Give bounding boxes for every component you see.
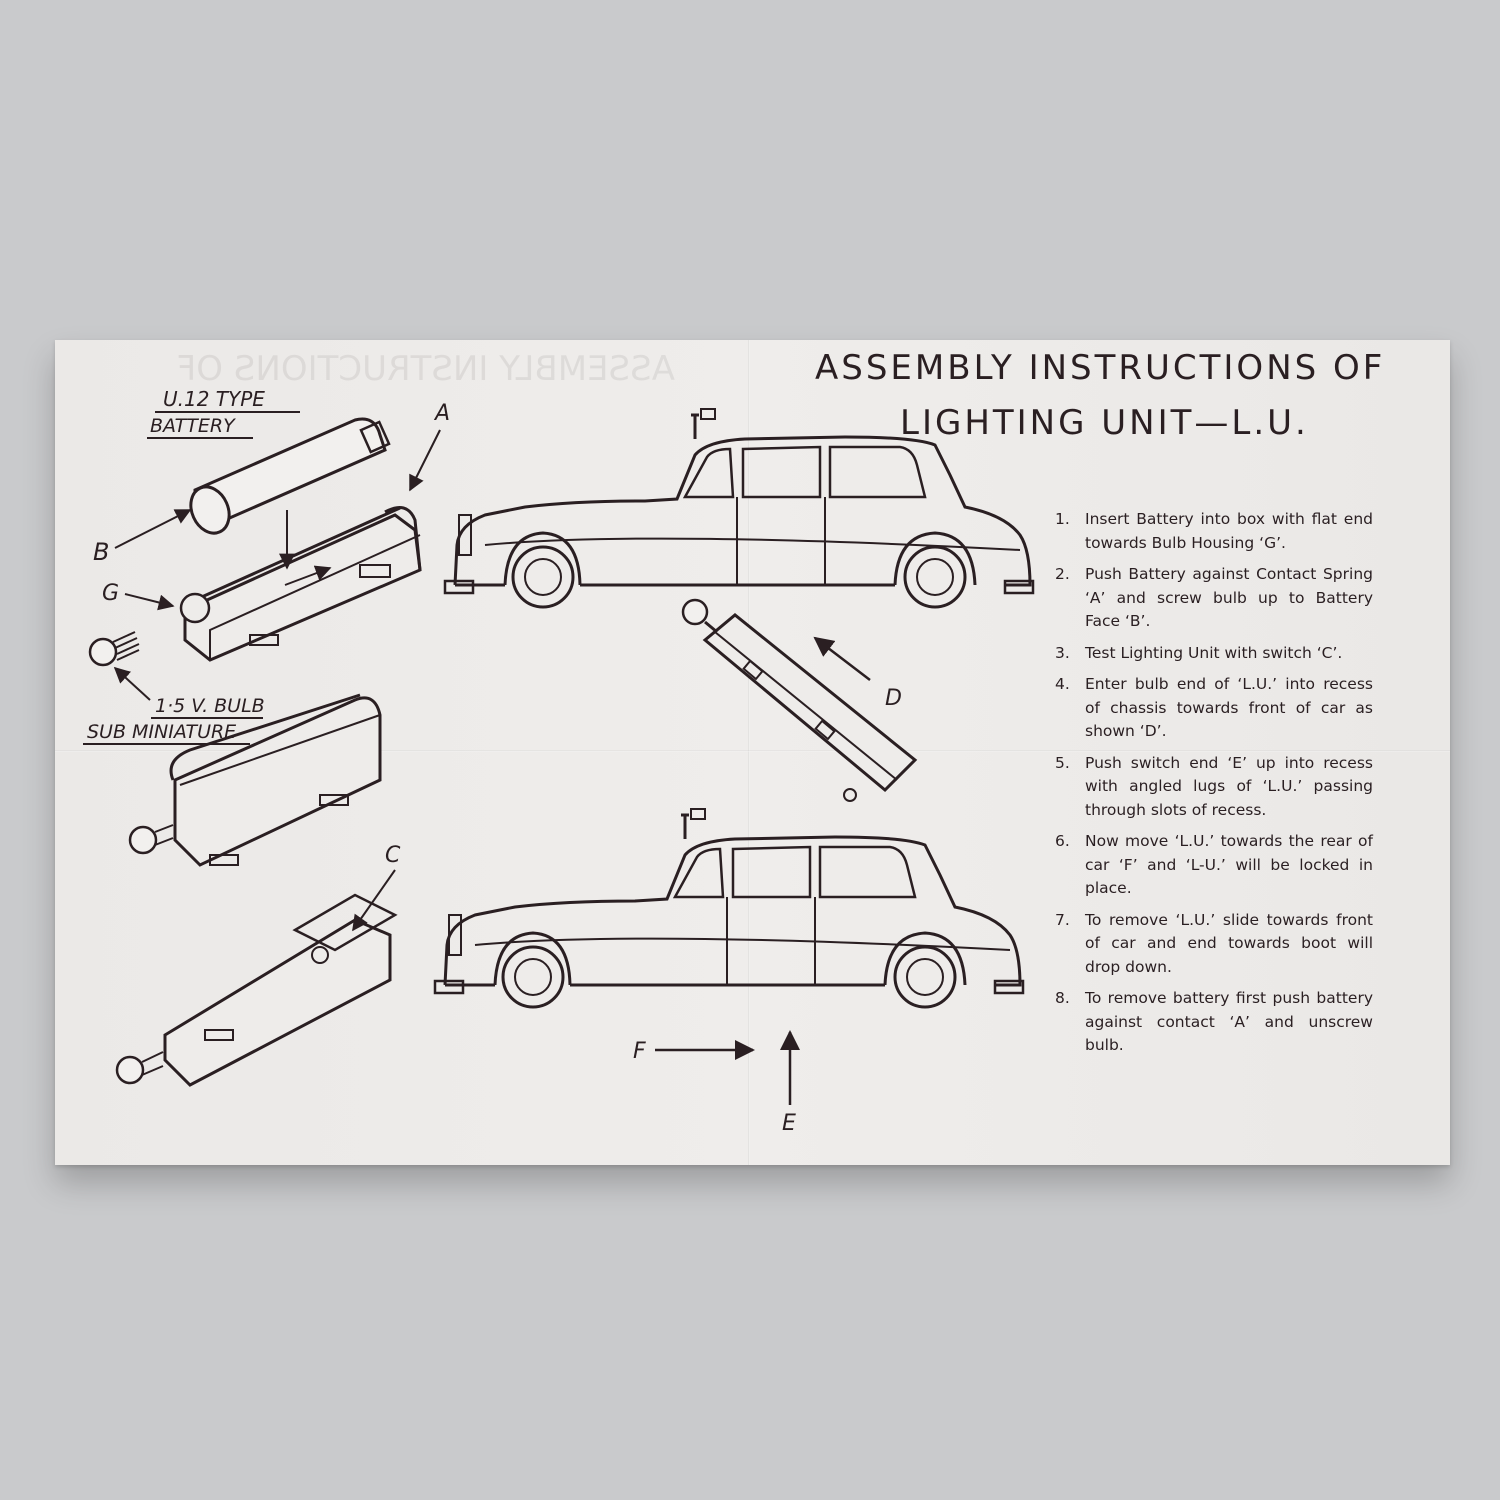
step-number: 1. xyxy=(1055,510,1070,528)
assembled-unit-illustration xyxy=(128,693,382,867)
battery-box-illustration xyxy=(179,506,422,662)
step-item: 2. Push Battery against Contact Spring ‘A… xyxy=(1055,563,1373,634)
step-text: Enter bulb end of ‘L.U.’ into recess of … xyxy=(1085,675,1373,740)
label-E: E xyxy=(782,1111,796,1136)
step-item: 1. Insert Battery into box with flat end … xyxy=(1055,508,1373,555)
label-F: F xyxy=(633,1039,646,1064)
show-through-text: ASSEMBLY INSTRUCTIONS OF xyxy=(177,349,675,389)
step-text: To remove ‘L.U.’ slide towards front of … xyxy=(1085,910,1373,976)
step-item: 7. To remove ‘L.U.’ slide towards front o… xyxy=(1055,909,1373,980)
arrow-B xyxy=(114,509,192,549)
label-B: B xyxy=(93,538,109,566)
label-G: G xyxy=(102,581,119,606)
step-number: 8. xyxy=(1055,989,1070,1007)
step-number: 4. xyxy=(1055,675,1070,693)
car-bottom-illustration xyxy=(433,807,1025,1009)
step-item: 6. Now move ‘L.U.’ towards the rear of ca… xyxy=(1055,830,1373,901)
step-item: 5. Push switch end ‘E’ up into recess wit… xyxy=(1055,752,1373,823)
step-item: 4. Enter bulb end of ‘L.U.’ into recess o… xyxy=(1055,673,1373,744)
bulb-label: 1·5 V. BULB xyxy=(155,695,265,717)
svg-text:ASSEMBLY INSTRUCTIONS OF: ASSEMBLY INSTRUCTIONS OF xyxy=(177,349,675,389)
arrow-G xyxy=(124,593,175,611)
bulb-illustration xyxy=(88,631,140,667)
arrow-C xyxy=(352,869,396,932)
step-item: 8. To remove battery first push battery a… xyxy=(1055,987,1373,1058)
sub-miniature-label: SUB MINIATURE xyxy=(87,721,236,743)
assembly-diagram: ASSEMBLY INSTRUCTIONS OF xyxy=(83,349,1035,1136)
title-line-1: ASSEMBLY INSTRUCTIONS OF xyxy=(815,348,1386,388)
label-D: D xyxy=(885,686,902,711)
step-item: 3. Test Lighting Unit with switch ‘C’. xyxy=(1055,642,1373,666)
title-line-2: LIGHTING UNIT—L.U. xyxy=(900,403,1309,443)
switch-unit-illustration xyxy=(115,893,398,1087)
step-text: Insert Battery into box with flat end to… xyxy=(1085,510,1373,552)
step-text: Push Battery against Contact Spring ‘A’ … xyxy=(1085,565,1373,630)
step-text: Test Lighting Unit with switch ‘C’. xyxy=(1085,643,1343,662)
step-number: 7. xyxy=(1055,910,1070,929)
step-number: 5. xyxy=(1055,753,1070,772)
lighting-unit-insert-illustration xyxy=(681,598,918,802)
arrow-A xyxy=(409,429,441,492)
step-number: 6. xyxy=(1055,832,1070,850)
step-number: 2. xyxy=(1055,565,1070,583)
battery-illustration xyxy=(189,417,391,535)
step-text: To remove battery first push battery aga… xyxy=(1085,989,1373,1054)
instruction-steps: 1. Insert Battery into box with flat end … xyxy=(1055,508,1373,1066)
label-C: C xyxy=(385,843,401,868)
fold-crease-horizontal xyxy=(55,750,1450,752)
step-number: 3. xyxy=(1055,643,1070,662)
step-text: Push switch end ‘E’ up into recess with … xyxy=(1085,753,1373,819)
fold-crease-vertical xyxy=(748,340,750,1165)
step-text: Now move ‘L.U.’ towards the rear of car … xyxy=(1085,832,1373,897)
arrow-D xyxy=(813,636,871,681)
battery-type-label: U.12 TYPE xyxy=(163,387,265,411)
arrow-bulb xyxy=(113,666,151,701)
battery-label: BATTERY xyxy=(150,415,236,437)
instruction-sheet: ASSEMBLY INSTRUCTIONS OF xyxy=(55,340,1450,1165)
label-A: A xyxy=(433,401,450,426)
